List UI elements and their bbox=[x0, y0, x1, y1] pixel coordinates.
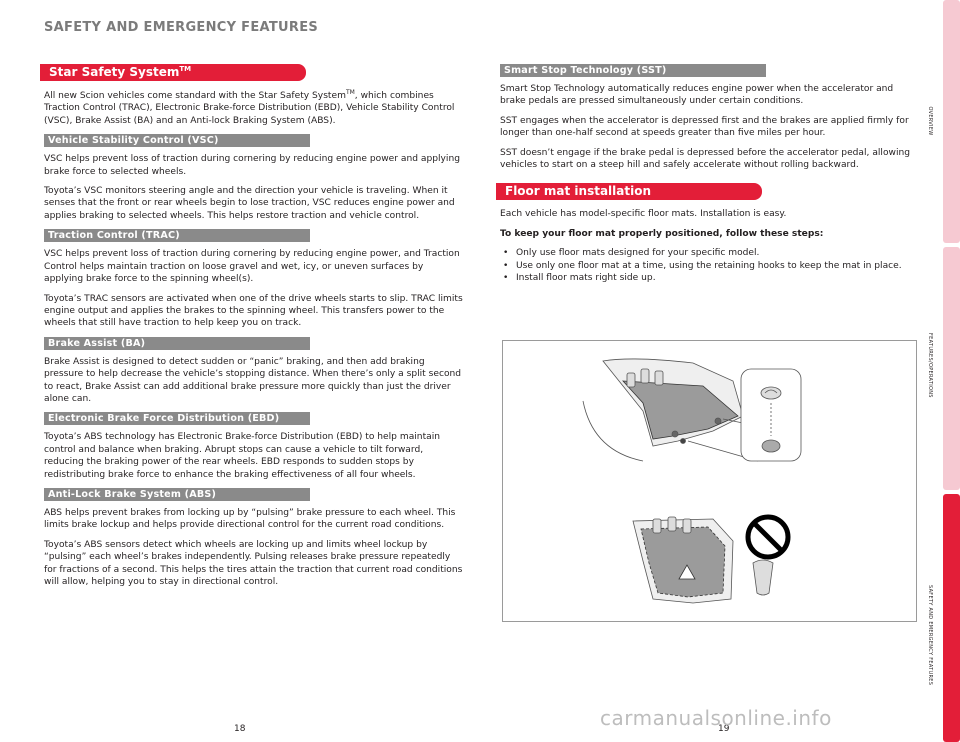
step-item: Only use floor mats designed for your sp… bbox=[500, 247, 920, 260]
page-title: SAFETY AND EMERGENCY FEATURES bbox=[44, 20, 319, 35]
correct-installation-drawing bbox=[582, 358, 759, 462]
ba-heading: Brake Assist (BA) bbox=[44, 336, 310, 350]
ebd-heading: Electronic Brake Force Distribution (EBD… bbox=[44, 412, 310, 426]
tab-label-safety-emergency: SAFETY AND EMERGENCY FEATURES bbox=[927, 585, 933, 686]
floor-mat-steps-intro: To keep your floor mat properly position… bbox=[500, 228, 824, 239]
ba-paragraph-1: Brake Assist is designed to detect sudde… bbox=[44, 356, 462, 404]
tab-features-operations[interactable] bbox=[943, 247, 960, 490]
floor-mat-paragraph: Each vehicle has model-specific floor ma… bbox=[500, 209, 787, 220]
sst-heading: Smart Stop Technology (SST) bbox=[500, 64, 766, 77]
ebd-paragraph-1: Toyota’s ABS technology has Electronic B… bbox=[44, 432, 440, 480]
vsc-heading: Vehicle Stability Control (VSC) bbox=[44, 134, 310, 148]
vsc-paragraph-2: Toyota’s VSC monitors steering angle and… bbox=[44, 186, 455, 221]
star-safety-intro: All new Scion vehicles come standard wit… bbox=[44, 89, 455, 126]
floor-mat-steps: Only use floor mats designed for your sp… bbox=[500, 247, 920, 285]
page-number-left: 18 bbox=[234, 724, 246, 734]
trac-paragraph-2: Toyota’s TRAC sensors are activated when… bbox=[44, 293, 463, 329]
incorrect-installation-drawing bbox=[632, 516, 734, 604]
tab-label-overview: OVERVIEW bbox=[927, 106, 933, 136]
step-item: Install floor mats right side up. bbox=[500, 272, 920, 285]
sst-paragraph-1: Smart Stop Technology automatically redu… bbox=[500, 84, 894, 107]
star-safety-heading: Star Safety SystemTM bbox=[40, 64, 306, 81]
floor-mat-diagram bbox=[582, 358, 802, 604]
left-column: Star Safety SystemTM All new Scion vehic… bbox=[40, 64, 464, 595]
sst-paragraph-3: SST doesn’t engage if the brake pedal is… bbox=[500, 147, 911, 171]
abs-paragraph-2: Toyota’s ABS sensors detect which wheels… bbox=[44, 539, 463, 587]
floor-mat-heading: Floor mat installation bbox=[496, 183, 762, 201]
prohibited-icon bbox=[745, 514, 791, 596]
right-column: Smart Stop Technology (SST) Smart Stop T… bbox=[496, 64, 920, 285]
watermark: carmanualsonline.info bbox=[600, 706, 832, 730]
page-number-right: 19 bbox=[718, 724, 730, 734]
tab-safety-emergency[interactable] bbox=[943, 494, 960, 742]
trac-paragraph-1: VSC helps prevent loss of traction durin… bbox=[44, 249, 460, 285]
abs-paragraph-1: ABS helps prevent brakes from locking up… bbox=[44, 507, 456, 531]
sst-paragraph-2: SST engages when the accelerator is depr… bbox=[500, 115, 909, 139]
section-tabs bbox=[943, 0, 960, 742]
tab-overview[interactable] bbox=[943, 0, 960, 243]
floor-mat-illustration bbox=[502, 340, 917, 622]
tab-label-features-operations: FEATURES/OPERATIONS bbox=[927, 333, 933, 398]
step-item: Use only one floor mat at a time, using … bbox=[500, 260, 920, 273]
trac-heading: Traction Control (TRAC) bbox=[44, 229, 310, 243]
abs-heading: Anti-Lock Brake System (ABS) bbox=[44, 487, 310, 501]
vsc-paragraph-1: VSC helps prevent loss of traction durin… bbox=[44, 154, 460, 177]
hook-detail-callout bbox=[740, 368, 802, 462]
